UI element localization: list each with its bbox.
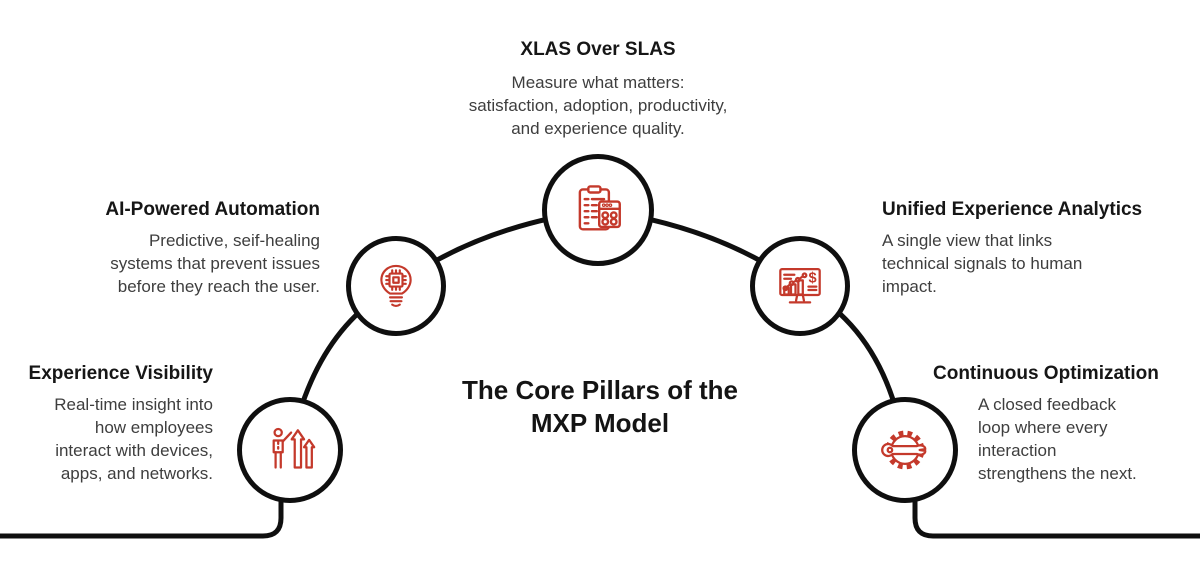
pillar-title: Continuous Optimization — [933, 363, 1159, 384]
pillar-description: Predictive, seif-healing systems that pr… — [110, 231, 320, 296]
analytics-monitor-dollar-icon: $ — [779, 268, 821, 304]
pillar-description: A single view that links technical signa… — [882, 231, 1083, 296]
pillar-description: Real-time insight into how employees int… — [54, 395, 213, 483]
node-continuous-optimization — [852, 397, 958, 503]
node-experience-visibility — [237, 397, 343, 503]
lightbulb-chip-icon — [380, 264, 412, 308]
node-unified-experience-analytics: $ — [750, 236, 850, 336]
pillar-title: Unified Experience Analytics — [882, 199, 1143, 220]
pillar-block-experience-visibility: Experience Visibility Real-time insight … — [8, 362, 213, 485]
pillar-description: Measure what matters: satisfaction, adop… — [468, 73, 728, 138]
pillar-title: XLAS Over SLAS — [520, 39, 676, 60]
pillar-block-ai-powered-automation: AI-Powered Automation Predictive, seif-h… — [40, 198, 320, 298]
diagram-title: The Core Pillars of the MXP Model — [462, 375, 738, 438]
person-growth-arrows-icon — [272, 427, 316, 469]
pillar-block-xlas-over-slas: XLAS Over SLAS Measure what matters: sat… — [430, 38, 766, 140]
node-xlas-over-slas — [542, 154, 654, 266]
pillar-description: A closed feedback loop where every inter… — [978, 395, 1137, 483]
pillar-block-unified-experience-analytics: Unified Experience Analytics A single vi… — [882, 198, 1172, 298]
pillar-block-continuous-optimization: Continuous Optimization A closed feedbac… — [933, 362, 1178, 485]
pillar-title: Experience Visibility — [28, 363, 213, 384]
svg-text:$: $ — [808, 271, 816, 287]
pillar-title: AI-Powered Automation — [105, 199, 320, 220]
node-ai-powered-automation — [346, 236, 446, 336]
gear-wrench-icon — [881, 430, 927, 470]
checklist-calculator-icon — [578, 185, 621, 231]
